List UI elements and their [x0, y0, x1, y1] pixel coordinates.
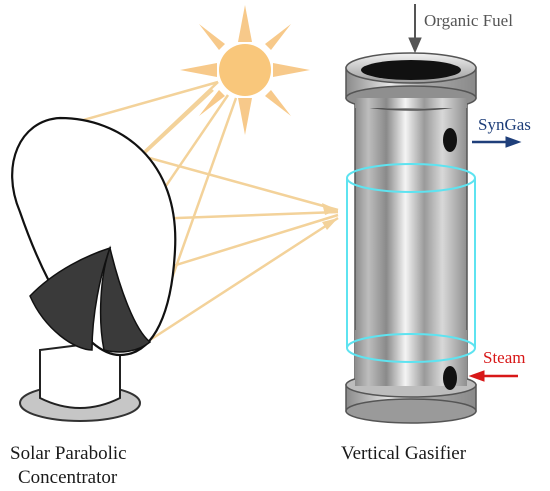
sun-ray — [199, 24, 225, 50]
heating-zone-bottom-back — [346, 333, 476, 349]
syngas-label: SynGas — [478, 115, 531, 134]
steam-label: Steam — [483, 348, 526, 367]
solar-parabolic-concentrator — [11, 116, 177, 422]
steam-arrow — [468, 370, 518, 382]
dish-shadow — [29, 246, 112, 351]
sun-ray — [238, 5, 252, 42]
sun-ray — [273, 63, 310, 77]
concentrator-pedestal — [39, 338, 121, 409]
sun-ray — [238, 98, 252, 135]
tube-neck — [355, 98, 467, 108]
concentrator-label-line1: Solar Parabolic — [10, 443, 127, 464]
dish-shadow — [99, 245, 152, 353]
vertical-gasifier — [345, 52, 477, 424]
sun-ray — [180, 63, 217, 77]
sun-icon — [180, 5, 310, 135]
beam-arrowhead — [322, 218, 338, 230]
sun-ray — [199, 90, 225, 116]
heating-zone-top-back — [346, 163, 476, 179]
heating-zone — [346, 163, 476, 363]
bottom-flange-edge — [345, 398, 477, 424]
sun-disc — [219, 44, 271, 96]
heating-zone-top-front — [346, 177, 476, 193]
organic-fuel-arrow — [408, 4, 422, 54]
gasifier-label: Vertical Gasifier — [341, 443, 467, 464]
heating-zone-bottom — [346, 347, 476, 363]
syngas-outlet — [443, 128, 457, 152]
inlet-opening — [361, 60, 461, 80]
reflected-beam — [149, 216, 339, 342]
concentrator-label-line2: Concentrator — [18, 467, 118, 488]
syngas-arrow — [472, 136, 522, 148]
sun-ray — [265, 90, 291, 116]
steam-inlet — [443, 366, 457, 390]
beam-arrowhead — [322, 203, 338, 215]
sun-ray — [265, 24, 291, 50]
organic-fuel-label: Organic Fuel — [424, 11, 513, 30]
